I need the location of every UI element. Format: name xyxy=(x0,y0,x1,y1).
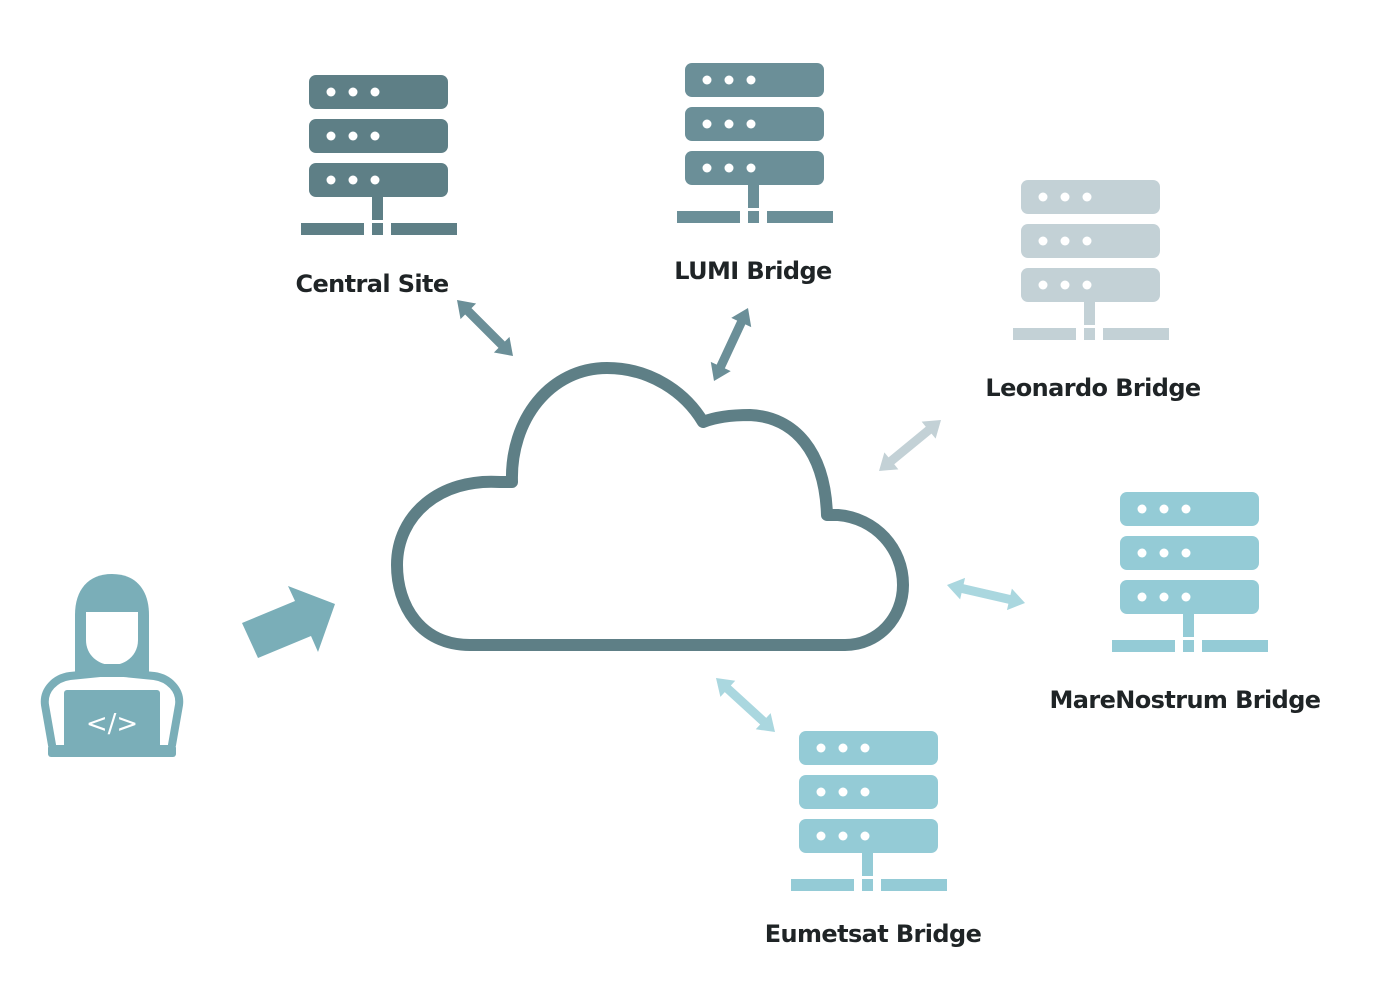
server-icon-eumetsat-bridge xyxy=(791,731,947,891)
developer-user-icon: </> xyxy=(40,574,184,757)
status-led-dot xyxy=(816,787,826,797)
status-led-dot xyxy=(724,163,734,173)
network-bar-right xyxy=(391,223,457,235)
status-led-dot xyxy=(1038,192,1048,202)
server-icon-marenostrum-bridge xyxy=(1112,492,1268,652)
network-bar-right xyxy=(767,211,833,223)
status-led-dot xyxy=(724,75,734,85)
status-led-dot xyxy=(746,163,756,173)
network-bar-right xyxy=(1103,328,1169,340)
status-led-dot xyxy=(1181,504,1191,514)
status-led-dot xyxy=(1060,280,1070,290)
status-led-dot xyxy=(1137,592,1147,602)
status-led-dot xyxy=(1038,280,1048,290)
network-bar-left xyxy=(1112,640,1175,652)
network-bar-center xyxy=(862,879,873,891)
server-stem xyxy=(372,197,383,220)
node-label-marenostrum-bridge: MareNostrum Bridge xyxy=(1049,686,1320,714)
server-stem xyxy=(1183,614,1194,637)
status-led-dot xyxy=(1181,548,1191,558)
status-led-dot xyxy=(1159,504,1169,514)
network-bar-right xyxy=(1202,640,1268,652)
status-led-dot xyxy=(1159,548,1169,558)
network-bar-center xyxy=(1084,328,1095,340)
node-label-leonardo-bridge: Leonardo Bridge xyxy=(985,374,1201,402)
status-led-dot xyxy=(1038,236,1048,246)
arrow-shape xyxy=(879,420,941,471)
status-led-dot xyxy=(1082,236,1092,246)
status-led-dot xyxy=(348,87,358,97)
network-bar-left xyxy=(677,211,740,223)
network-bar-center xyxy=(748,211,759,223)
status-led-dot xyxy=(348,131,358,141)
status-led-dot xyxy=(326,87,336,97)
server-stem xyxy=(1084,302,1095,325)
bidirectional-arrow-lumi-bridge xyxy=(710,308,752,381)
arrow-shape xyxy=(947,577,1025,611)
bidirectional-arrow-marenostrum-bridge xyxy=(947,577,1025,611)
arrow-shape xyxy=(710,308,752,381)
status-led-dot xyxy=(1082,192,1092,202)
arrow-shape xyxy=(716,678,775,732)
cloud-icon xyxy=(391,362,909,651)
status-led-dot xyxy=(860,743,870,753)
network-bar-left xyxy=(301,223,364,235)
status-led-dot xyxy=(370,175,380,185)
status-led-dot xyxy=(326,131,336,141)
arrow-shape xyxy=(457,300,513,356)
status-led-dot xyxy=(1159,592,1169,602)
status-led-dot xyxy=(1060,192,1070,202)
status-led-dot xyxy=(702,75,712,85)
status-led-dot xyxy=(348,175,358,185)
status-led-dot xyxy=(1082,280,1092,290)
status-led-dot xyxy=(1181,592,1191,602)
status-led-dot xyxy=(816,831,826,841)
status-led-dot xyxy=(702,119,712,129)
status-led-dot xyxy=(746,119,756,129)
network-bar-center xyxy=(372,223,383,235)
network-bar-left xyxy=(1013,328,1076,340)
status-led-dot xyxy=(370,131,380,141)
server-icon-central-site xyxy=(301,75,457,235)
bidirectional-arrow-central-site xyxy=(457,300,513,356)
network-bar-center xyxy=(1183,640,1194,652)
status-led-dot xyxy=(746,75,756,85)
status-led-dot xyxy=(860,831,870,841)
user-to-cloud-arrow xyxy=(242,586,335,658)
status-led-dot xyxy=(370,87,380,97)
bidirectional-arrow-leonardo-bridge xyxy=(879,420,941,471)
status-led-dot xyxy=(838,787,848,797)
status-led-dot xyxy=(1137,548,1147,558)
server-icon-lumi-bridge xyxy=(677,63,833,223)
status-led-dot xyxy=(1137,504,1147,514)
status-led-dot xyxy=(1060,236,1070,246)
node-label-lumi-bridge: LUMI Bridge xyxy=(674,257,832,285)
bidirectional-arrow-eumetsat-bridge xyxy=(716,678,775,732)
status-led-dot xyxy=(860,787,870,797)
server-stem xyxy=(862,853,873,876)
status-led-dot xyxy=(724,119,734,129)
node-label-central-site: Central Site xyxy=(295,270,448,298)
code-symbol: </> xyxy=(86,709,138,739)
server-icon-leonardo-bridge xyxy=(1013,180,1169,340)
server-stem xyxy=(748,185,759,208)
status-led-dot xyxy=(838,831,848,841)
network-bar-left xyxy=(791,879,854,891)
status-led-dot xyxy=(702,163,712,173)
network-bar-right xyxy=(881,879,947,891)
node-label-eumetsat-bridge: Eumetsat Bridge xyxy=(765,920,982,948)
status-led-dot xyxy=(326,175,336,185)
status-led-dot xyxy=(816,743,826,753)
status-led-dot xyxy=(838,743,848,753)
